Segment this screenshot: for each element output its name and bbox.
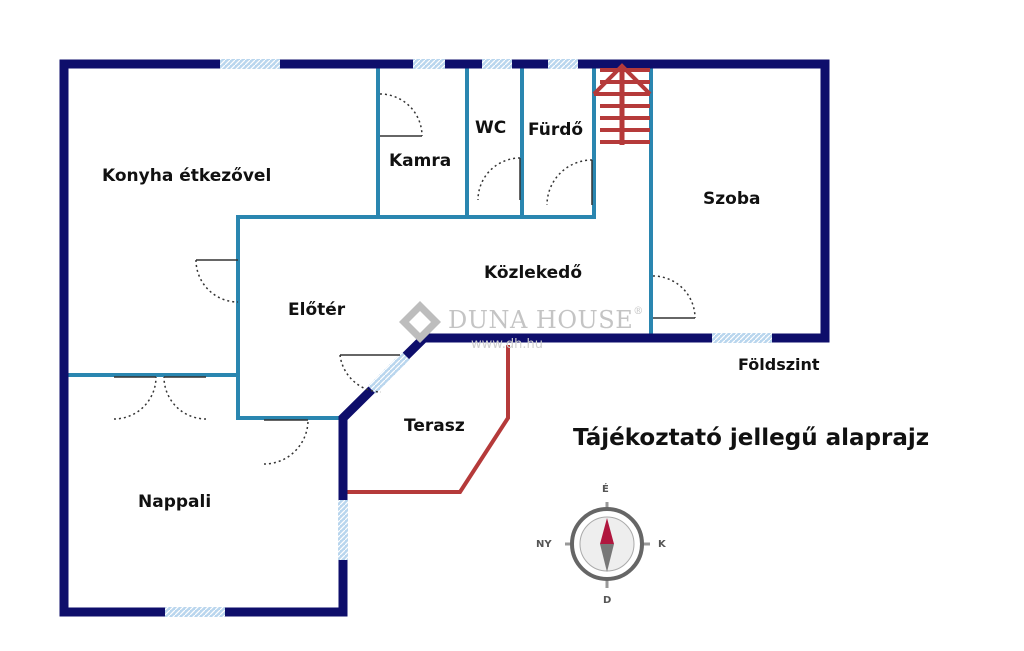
- room-label-kamra: Kamra: [389, 151, 452, 171]
- inner-walls: [62, 62, 653, 420]
- room-label-terasz: Terasz: [404, 416, 465, 436]
- room-label-wc: WC: [475, 118, 507, 138]
- plan-title: Tájékoztató jellegű alaprajz: [573, 425, 930, 451]
- watermark-brand: DUNA HOUSE®: [448, 306, 644, 334]
- compass-west-label: NY: [536, 539, 552, 550]
- room-label-kozlekedo: Közlekedő: [484, 263, 583, 283]
- terrace-outline: [343, 345, 510, 494]
- windows: [165, 59, 772, 617]
- compass-east-label: K: [658, 539, 666, 550]
- outer-walls: [59, 59, 830, 617]
- floor-label: Földszint: [738, 355, 820, 374]
- staircase: [592, 63, 652, 145]
- compass-south-label: D: [603, 595, 612, 606]
- watermark-logo: [399, 301, 441, 343]
- room-label-eloter: Előtér: [288, 300, 346, 320]
- room-label-nappali: Nappali: [138, 492, 212, 512]
- doors: [113, 93, 696, 465]
- room-label-konyha: Konyha étkezővel: [102, 166, 272, 186]
- compass-north-label: É: [602, 484, 609, 495]
- watermark-url: www.dh.hu: [471, 337, 543, 352]
- room-label-szoba: Szoba: [703, 189, 761, 209]
- room-label-furdo: Fürdő: [528, 120, 584, 140]
- compass: [565, 502, 650, 588]
